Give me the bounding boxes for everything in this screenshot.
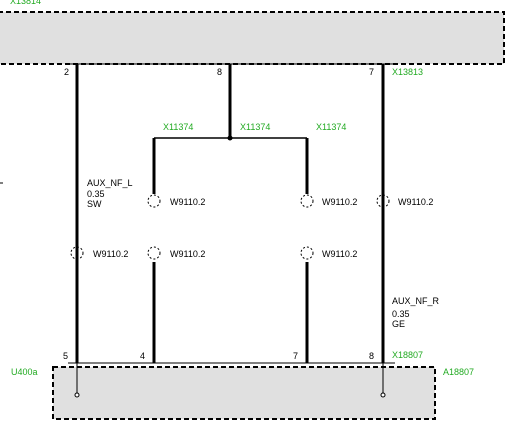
shield-label-5: W9110.2 [170,249,205,259]
wire-right-size: 0.35 [392,309,410,319]
splice-label-right: X11374 [316,122,346,132]
shield-label-6: W9110.2 [322,249,357,259]
shield-marker-1 [147,194,161,208]
bottom-connector-label: X18807 [392,350,423,360]
bottom-component-right-label: A18807 [443,367,474,377]
bottom-pin-8: 8 [369,351,374,361]
top-pin-2: 2 [64,67,69,77]
wire-left-name: AUX_NF_L [87,178,133,188]
shield-label-3: W9110.2 [398,197,433,207]
wire-left-color: SW [87,199,102,209]
splice-label-center: X11374 [240,122,270,132]
top-connector-label: X13814 [10,0,41,6]
top-pin-8: 8 [217,67,222,77]
top-right-connector-label: X13813 [392,67,423,77]
splice-label-left: X11374 [163,122,193,132]
wire-left-size: 0.35 [87,189,105,199]
shield-marker-3 [376,194,390,208]
shield-marker-5 [147,246,161,260]
bottom-component-box [52,366,436,420]
bottom-pin-4: 4 [140,351,145,361]
shield-label-4: W9110.2 [93,249,128,259]
wire-right-color: GE [392,319,405,329]
top-component-box [0,11,505,65]
top-pin-7: 7 [369,67,374,77]
pin-terminal-5 [74,392,80,398]
bottom-pin-5: 5 [63,351,68,361]
pin-terminal-8 [380,392,386,398]
shield-label-1: W9110.2 [170,197,205,207]
shield-marker-4 [70,246,84,260]
wire-right-name: AUX_NF_R [392,296,440,306]
shield-marker-6 [300,246,314,260]
bottom-pin-7: 7 [293,351,298,361]
splice-node [227,135,233,141]
shield-marker-2 [300,194,314,208]
shield-label-2: W9110.2 [322,197,357,207]
bottom-component-left-label: U400a [11,367,38,377]
